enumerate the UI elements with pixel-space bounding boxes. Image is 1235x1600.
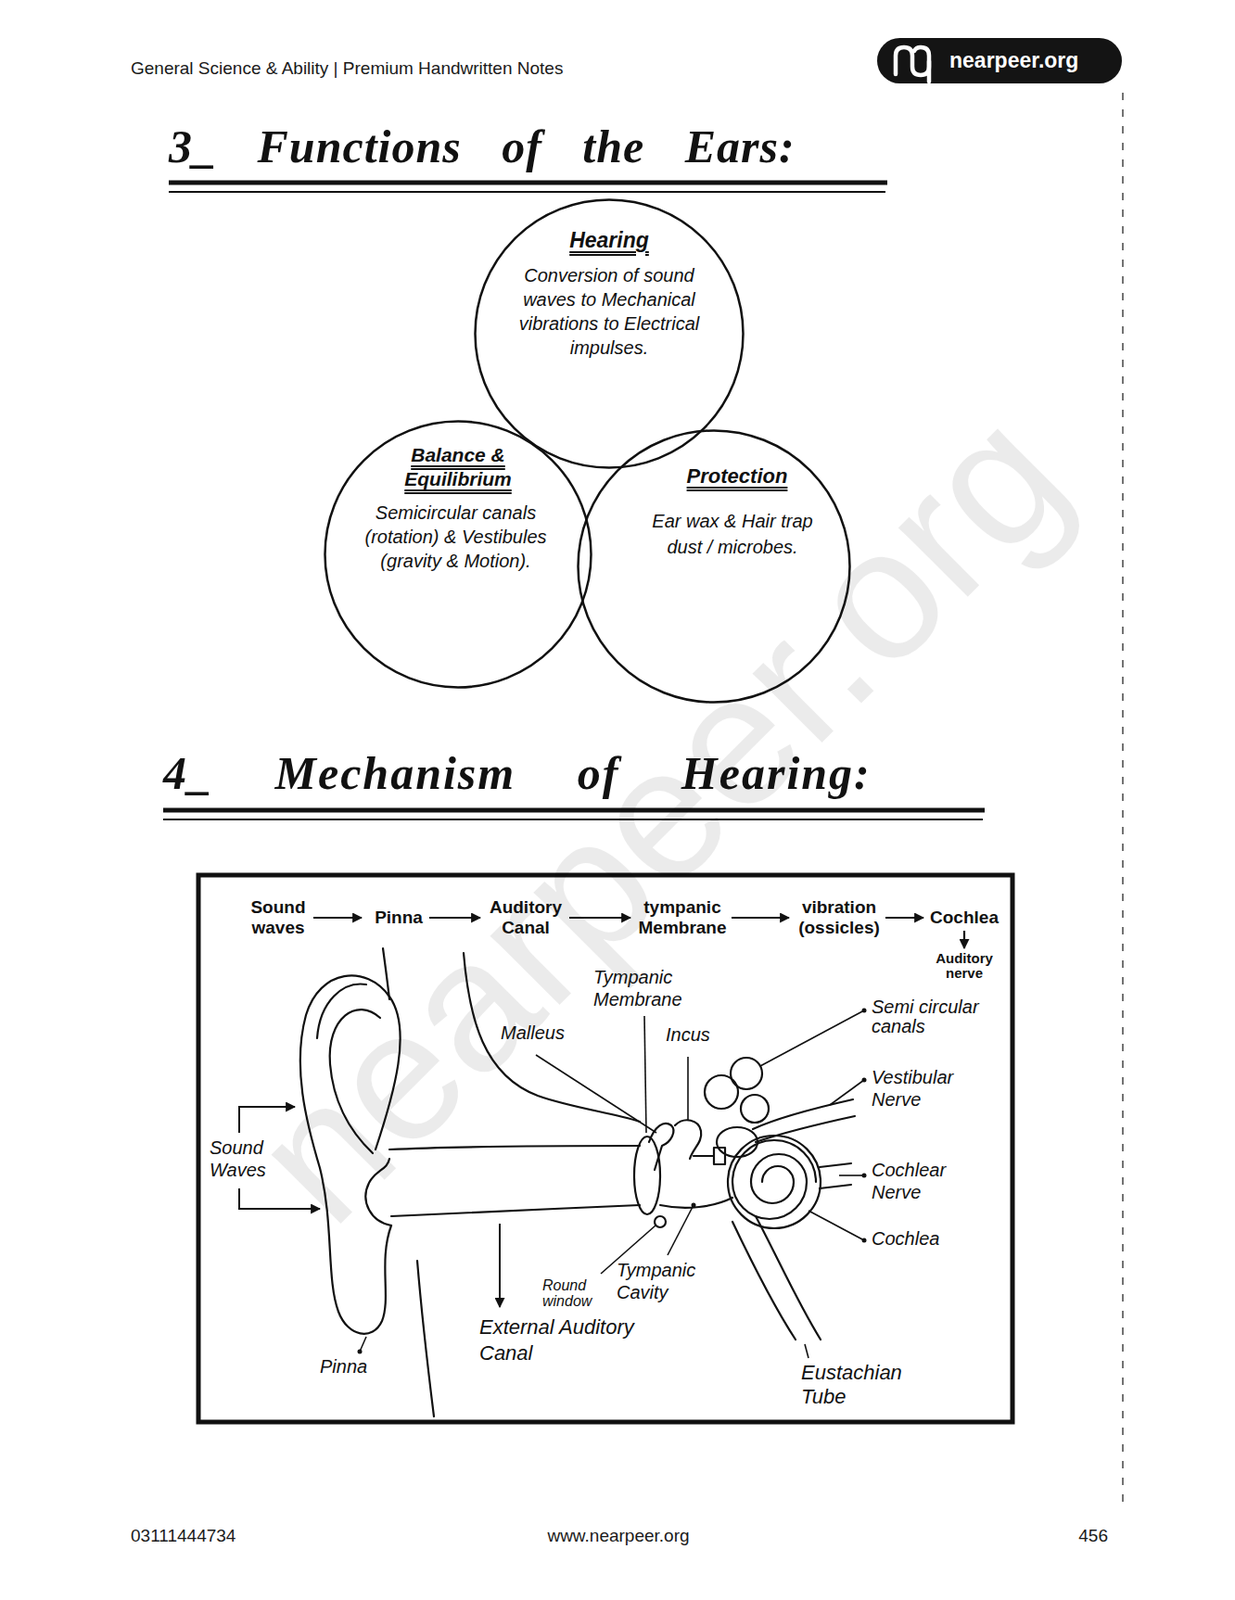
leader-line bbox=[687, 1056, 689, 1121]
leader-dot bbox=[862, 1238, 867, 1244]
margin-line bbox=[1121, 92, 1124, 1512]
cochlear-nerve bbox=[819, 1163, 852, 1168]
circle-body: Ear wax & Hair trap dust / microbes. bbox=[639, 508, 826, 561]
flow-step: Cochlea bbox=[922, 907, 1006, 929]
leader-dot bbox=[862, 1008, 867, 1014]
canal-wall bbox=[391, 1205, 640, 1217]
canal-arrow bbox=[498, 1223, 501, 1308]
part-label: Vestibular Nerve bbox=[871, 1066, 985, 1111]
page-footer: 03111444734 bbox=[130, 1526, 236, 1547]
leader-dot bbox=[862, 1078, 867, 1083]
heading-underline bbox=[168, 190, 886, 193]
part-label: External Auditory Canal bbox=[479, 1314, 636, 1367]
leader-dot bbox=[691, 1203, 697, 1209]
part-label: Round window bbox=[542, 1277, 608, 1310]
flow-step: Pinna bbox=[366, 907, 432, 929]
watermark: nearpeer.org bbox=[214, 371, 1103, 1261]
section-heading: 3_ Functions of the Ears: bbox=[168, 120, 796, 173]
incus-bone bbox=[674, 1120, 701, 1159]
leader-line bbox=[804, 1344, 809, 1359]
semicircular-canal bbox=[730, 1057, 763, 1090]
logo-text: nearpeer.org bbox=[949, 48, 1079, 74]
circle-body: Conversion of sound waves to Mechanical … bbox=[502, 263, 716, 360]
leader-line bbox=[839, 1174, 865, 1177]
venn-circle: HearingConversion of sound waves to Mech… bbox=[473, 198, 745, 470]
circle-heading: Protection bbox=[672, 463, 803, 490]
page-header: General Science & Ability | Premium Hand… bbox=[130, 58, 563, 79]
leader-line bbox=[760, 1010, 865, 1067]
leader-dot bbox=[862, 1173, 867, 1179]
flow-arrow bbox=[731, 916, 790, 919]
leader-line bbox=[644, 1016, 647, 1134]
flow-arrow bbox=[885, 916, 924, 919]
cochlear-nerve bbox=[819, 1184, 852, 1189]
cochlea-spiral bbox=[732, 1140, 816, 1220]
part-label: Eustachian Tube bbox=[801, 1361, 926, 1410]
vestibular-nerve bbox=[752, 1099, 854, 1130]
flow-arrow bbox=[313, 916, 362, 919]
vestibular-nerve bbox=[755, 1116, 855, 1143]
part-label: Malleus bbox=[500, 1021, 585, 1045]
logo-icon bbox=[927, 61, 932, 82]
circle-heading: Hearing bbox=[553, 226, 665, 255]
tympanic-membrane bbox=[634, 1136, 661, 1215]
leader-dot bbox=[357, 1349, 363, 1355]
part-label: Pinna bbox=[319, 1355, 404, 1378]
semicircular-canal bbox=[740, 1094, 769, 1123]
part-label: Cochlea bbox=[871, 1227, 983, 1250]
leader-line bbox=[829, 1080, 865, 1106]
flow-step: tympanic Membrane bbox=[634, 897, 731, 939]
circle-shape bbox=[578, 431, 851, 703]
flow-step: Auditory nerve bbox=[927, 951, 1002, 981]
part-label: Tympanic Cavity bbox=[616, 1259, 708, 1304]
neck-outline bbox=[417, 1260, 434, 1417]
logo-icon bbox=[895, 47, 930, 76]
venn-circle: Balance & EquilibriumSemicircular canals… bbox=[323, 420, 593, 689]
page-number: 456 bbox=[1029, 1526, 1108, 1547]
circle-shape bbox=[325, 421, 592, 688]
heading-underline bbox=[168, 180, 888, 186]
eustachian-tube bbox=[755, 1216, 821, 1340]
circle-body: Semicircular canals (rotation) & Vestibu… bbox=[351, 500, 561, 573]
flow-step: Auditory Canal bbox=[483, 897, 568, 939]
part-label: Cochlear Nerve bbox=[871, 1158, 983, 1204]
page-footer: www.nearpeer.org bbox=[479, 1526, 758, 1547]
flow-step: Sound waves bbox=[245, 897, 311, 939]
leader-line bbox=[667, 1205, 694, 1256]
leader-line bbox=[535, 1055, 657, 1134]
circle-shape bbox=[475, 200, 744, 469]
part-label: Semi circular canals bbox=[871, 997, 985, 1037]
circle-heading: Balance & Equilibrium bbox=[383, 443, 533, 492]
cochlea-outline bbox=[727, 1135, 821, 1229]
logo-pill bbox=[877, 38, 1122, 84]
part-label: Sound Waves bbox=[209, 1136, 277, 1182]
part-label: Tympanic Membrane bbox=[593, 966, 698, 1011]
part-label: Incus bbox=[665, 1023, 731, 1046]
venn-circle: ProtectionEar wax & Hair trap dust / mic… bbox=[576, 429, 852, 704]
eustachian-tube bbox=[732, 1222, 796, 1340]
section-heading: 4_ Mechanism of Hearing: bbox=[163, 747, 872, 800]
round-window bbox=[654, 1216, 666, 1228]
leader-line bbox=[359, 1336, 367, 1352]
flow-step: vibration (ossicles) bbox=[792, 897, 886, 939]
leader-line bbox=[808, 1210, 865, 1241]
flow-arrow bbox=[963, 930, 966, 949]
cavity-floor bbox=[660, 1197, 733, 1209]
